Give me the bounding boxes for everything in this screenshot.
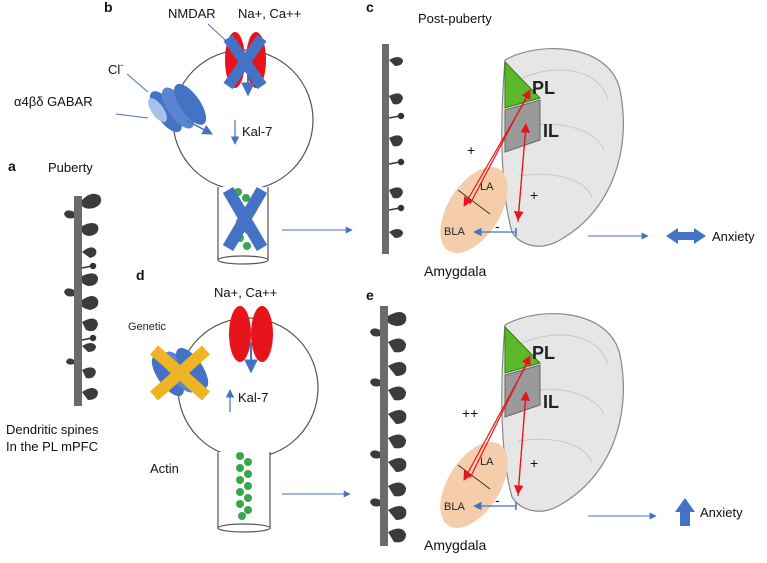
la-label-c: LA bbox=[480, 181, 494, 193]
la-label-e: LA bbox=[480, 456, 494, 468]
plus-left-e: ++ bbox=[462, 405, 478, 421]
panel-b: b NMDAR Na+, Ca++ Cl- α4βδ GABAR bbox=[14, 0, 353, 265]
actin-label: Actin bbox=[150, 461, 179, 476]
blocked-x-icon bbox=[223, 34, 267, 90]
actin-filament-d bbox=[236, 452, 252, 520]
brain-section-c bbox=[501, 47, 624, 247]
nmdar-channel-d bbox=[229, 306, 273, 374]
ions-label-b: Na+, Ca++ bbox=[238, 6, 301, 21]
panel-a-title: Puberty bbox=[48, 160, 93, 175]
nmdar-label: NMDAR bbox=[168, 6, 216, 21]
il-label-e: IL bbox=[543, 392, 559, 412]
panel-a-caption-line1: Dendritic spines bbox=[6, 422, 99, 437]
pl-region-e bbox=[504, 325, 541, 374]
brain-section-e bbox=[501, 312, 624, 512]
outcome-label-c: Anxiety bbox=[712, 229, 755, 244]
dendrite-post-puberty-e bbox=[370, 306, 407, 546]
panel-letter-a: a bbox=[8, 158, 16, 174]
pl-label-e: PL bbox=[532, 343, 555, 363]
bla-label-c: BLA bbox=[444, 226, 465, 238]
amygdala-e bbox=[440, 442, 508, 528]
nmdar-channel-b bbox=[223, 32, 267, 97]
dendrite-puberty bbox=[64, 193, 102, 406]
gabar-receptor-b bbox=[148, 83, 207, 133]
genetic-label: Genetic bbox=[128, 321, 166, 333]
bla-label-e: BLA bbox=[444, 501, 465, 513]
kal7-label-b: Kal-7 bbox=[242, 124, 272, 139]
plus-left-c: + bbox=[467, 142, 475, 158]
up-arrow-icon bbox=[675, 498, 695, 526]
plus-right-c: + bbox=[530, 187, 538, 203]
amygdala-label-c: Amygdala bbox=[424, 263, 486, 279]
panel-letter-b: b bbox=[104, 0, 113, 15]
pl-label-c: PL bbox=[532, 78, 555, 98]
genetic-knockout-x-icon bbox=[150, 345, 210, 401]
chloride-label: Cl- bbox=[108, 60, 123, 77]
panel-c-title: Post-puberty bbox=[418, 11, 492, 26]
kal7-label-d: Kal-7 bbox=[238, 390, 268, 405]
pathways-c bbox=[463, 89, 531, 237]
minus-c: - bbox=[495, 218, 500, 234]
outcome-label-e: Anxiety bbox=[700, 505, 743, 520]
gabar-label: α4βδ GABAR bbox=[14, 94, 93, 109]
pathways-e bbox=[463, 355, 531, 511]
panel-letter-c: c bbox=[366, 0, 374, 15]
plus-right-e: + bbox=[530, 455, 538, 471]
ions-label-d: Na+, Ca++ bbox=[214, 285, 277, 300]
il-label-c: IL bbox=[543, 121, 559, 141]
panel-letter-d: d bbox=[136, 267, 145, 283]
panel-a: a Puberty Dendritic bbox=[6, 158, 102, 454]
minus-e: - bbox=[495, 492, 500, 508]
amygdala-c bbox=[440, 167, 508, 253]
panel-a-caption-line2: In the PL mPFC bbox=[6, 439, 98, 454]
panel-d: d Na+, Ca++ Genetic Kal-7 Actin bbox=[128, 267, 351, 533]
actin-blocked-b bbox=[222, 186, 268, 252]
double-arrow-icon bbox=[666, 228, 706, 244]
panel-e: e bbox=[366, 287, 743, 553]
panel-letter-e: e bbox=[366, 287, 374, 303]
amygdala-label-e: Amygdala bbox=[424, 537, 486, 553]
dendrite-post-puberty-c bbox=[382, 44, 405, 254]
panel-c: c Post-puberty PL IL bbox=[366, 0, 755, 279]
